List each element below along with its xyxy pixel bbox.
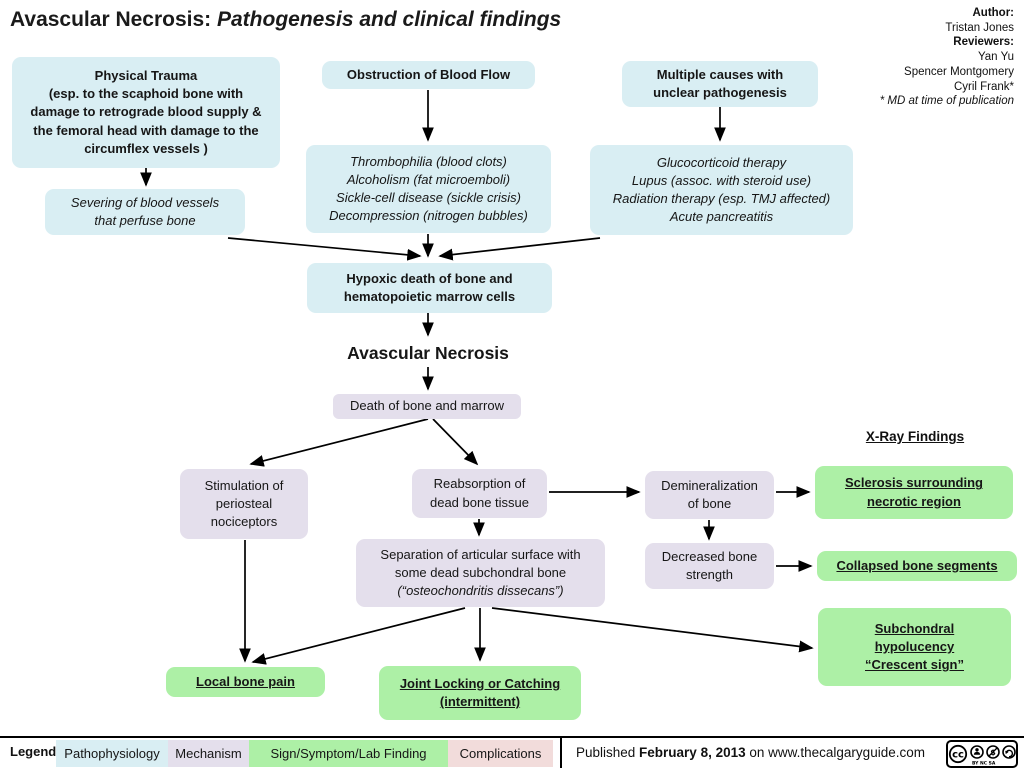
page-title-subtitle: Pathogenesis and clinical findings	[217, 8, 562, 31]
node-separation-note: (“osteochondritis dissecans”)	[397, 583, 564, 599]
cc-license-icon: cc $ BY NC SA	[946, 740, 1018, 768]
node-local-bone-pain: Local bone pain	[166, 667, 325, 697]
xray-findings-header: X-Ray Findings	[865, 429, 965, 444]
credits-block: Author: Tristan Jones Reviewers: Yan Yu …	[880, 6, 1014, 109]
reviewer-name: Cyril Frank*	[953, 80, 1014, 93]
published-line: Published February 8, 2013 on www.thecal…	[576, 745, 925, 760]
node-reabsorption: Reabsorption of dead bone tissue	[412, 469, 547, 518]
legend-item-mechanism: Mechanism	[168, 740, 249, 767]
legend-item-pathophysiology: Pathophysiology	[56, 740, 168, 767]
page-title: Avascular Necrosis: Pathogenesis and cli…	[10, 8, 561, 32]
node-decreased-strength: Decreased bone strength	[645, 543, 774, 589]
page-title-main: Avascular Necrosis:	[10, 8, 217, 31]
node-stimulation-nociceptors: Stimulation of periosteal nociceptors	[180, 469, 308, 539]
node-death-bone-marrow: Death of bone and marrow	[333, 394, 521, 419]
published-prefix: Published	[576, 745, 640, 760]
footer-rule	[0, 736, 1024, 738]
legend-label: Legend:	[10, 744, 61, 759]
node-hypoxic-death: Hypoxic death of bone and hematopoietic …	[307, 263, 552, 313]
node-subchondral-hypolucency: Subchondral hypolucency “Crescent sign”	[818, 608, 1011, 686]
reviewers-label: Reviewers:	[953, 36, 1014, 49]
node-collapsed-segments: Collapsed bone segments	[817, 551, 1017, 581]
published-site: on www.thecalgaryguide.com	[745, 745, 925, 760]
node-separation-articular: Separation of articular surface with som…	[356, 539, 605, 607]
node-physical-trauma: Physical Trauma (esp. to the scaphoid bo…	[12, 57, 280, 168]
node-separation-text: Separation of articular surface with som…	[380, 546, 581, 580]
node-sclerosis: Sclerosis surrounding necrotic region	[815, 466, 1013, 519]
svg-text:BY NC SA: BY NC SA	[972, 761, 996, 767]
node-obstruction-blood-flow: Obstruction of Blood Flow	[322, 61, 535, 89]
node-multiple-causes: Multiple causes with unclear pathogenesi…	[622, 61, 818, 107]
node-demineralization: Demineralization of bone	[645, 471, 774, 519]
author-label: Author:	[972, 7, 1014, 19]
reviewer-name: Spencer Montgomery	[904, 65, 1014, 78]
reviewer-name: Yan Yu	[977, 51, 1014, 64]
legend-item-complications: Complications	[448, 740, 553, 767]
author-name: Tristan Jones	[945, 21, 1014, 34]
credits-footnote: * MD at time of publication	[879, 95, 1014, 108]
node-multiple-causes-mechanisms: Glucocorticoid therapy Lupus (assoc. wit…	[590, 145, 853, 235]
legend-item-sign-symptom: Sign/Symptom/Lab Finding	[249, 740, 448, 767]
node-joint-locking: Joint Locking or Catching (intermittent)	[379, 666, 581, 720]
node-avascular-necrosis: Avascular Necrosis	[347, 342, 509, 363]
published-date: February 8, 2013	[639, 745, 746, 760]
node-severing-blood-vessels: Severing of blood vessels that perfuse b…	[45, 189, 245, 235]
svg-text:cc: cc	[952, 750, 964, 761]
footer-divider	[560, 737, 562, 768]
node-obstruction-mechanisms: Thrombophilia (blood clots) Alcoholism (…	[306, 145, 551, 233]
